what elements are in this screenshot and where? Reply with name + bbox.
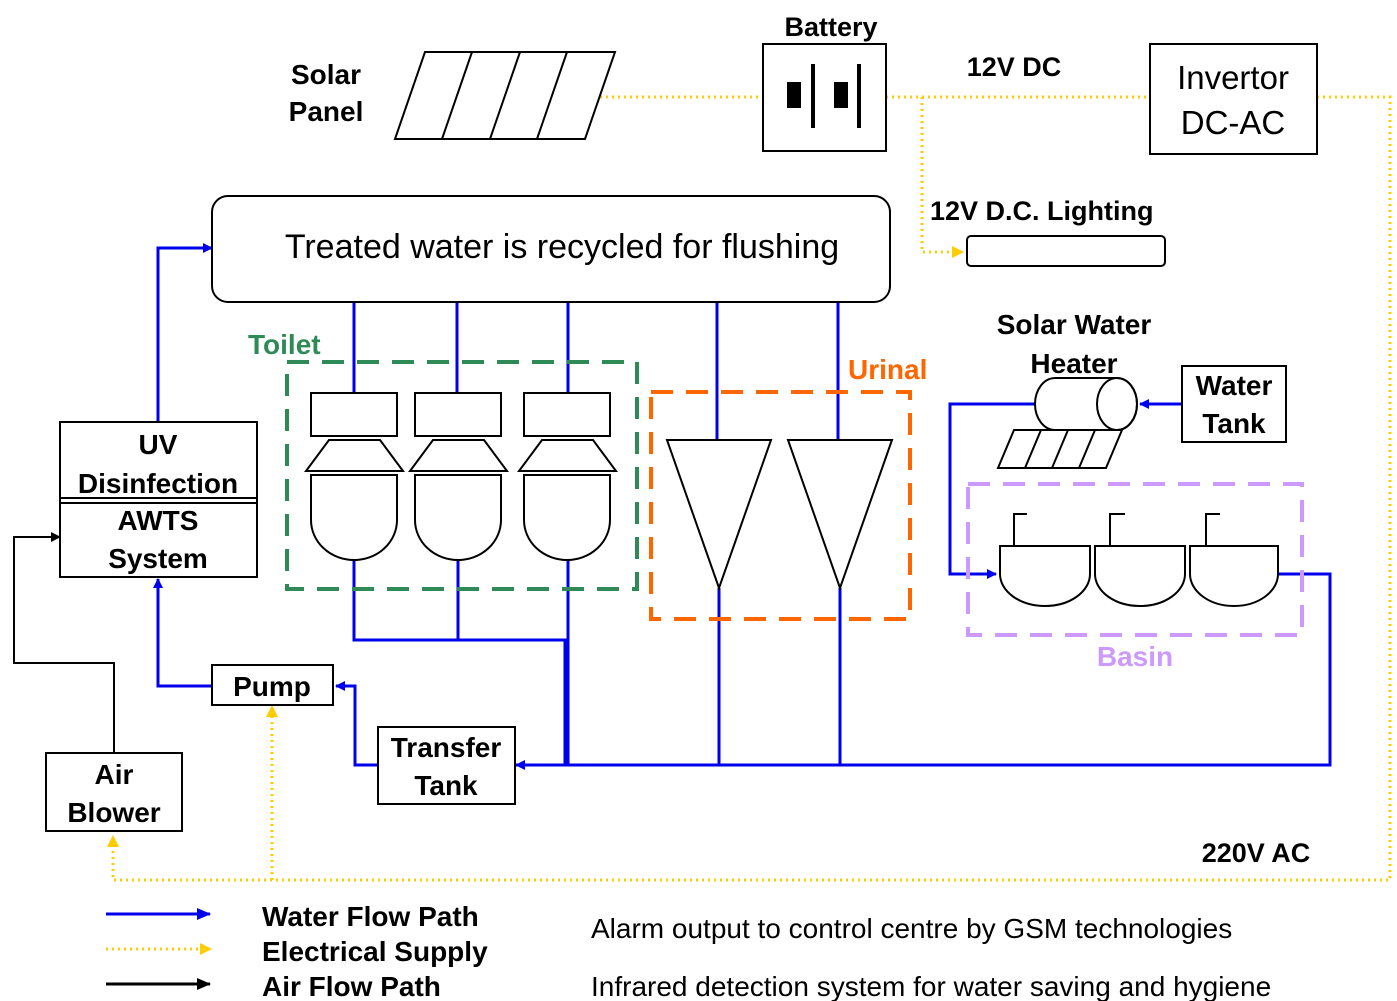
treated-water-box bbox=[211, 195, 891, 303]
urinal-icon bbox=[665, 439, 773, 592]
light-tube-icon bbox=[966, 235, 1166, 267]
ac-220v-label: 220V AC bbox=[1202, 838, 1311, 868]
solar-panel-label-1: Solar bbox=[291, 59, 361, 90]
basin-label: Basin bbox=[1097, 641, 1173, 672]
toilet-icon bbox=[517, 392, 618, 561]
basin-icon bbox=[1189, 513, 1279, 607]
solar-panel-icon bbox=[393, 51, 617, 140]
toilet-label: Toilet bbox=[248, 329, 321, 360]
toilet-icon bbox=[304, 392, 405, 561]
water-tank-box bbox=[1181, 365, 1287, 443]
note-infrared: Infrared detection system for water savi… bbox=[591, 971, 1271, 1001]
awts-label-1: AWTS bbox=[118, 505, 199, 536]
air-blower-label-1: Air bbox=[95, 759, 134, 790]
pump-box bbox=[211, 664, 334, 706]
legend-electric-label: Electrical Supply bbox=[262, 936, 488, 967]
legend-air-label: Air Flow Path bbox=[262, 971, 441, 1001]
air-blower-label-2: Blower bbox=[67, 797, 160, 828]
note-gsm: Alarm output to control centre by GSM te… bbox=[591, 913, 1232, 944]
dc-12v-label: 12V DC bbox=[967, 52, 1062, 82]
invertor-box bbox=[1149, 43, 1318, 155]
dc-lighting-label: 12V D.C. Lighting bbox=[930, 196, 1154, 226]
solar-water-heater-label-1: Solar Water bbox=[997, 309, 1152, 340]
transfer-tank-label-2: Tank bbox=[414, 770, 478, 801]
electrical-supply-lines bbox=[107, 95, 1392, 882]
battery-icon bbox=[762, 43, 887, 152]
water-tank-label-2: Tank bbox=[1202, 408, 1266, 439]
transfer-tank-box bbox=[377, 726, 516, 805]
toilet-group-outline bbox=[285, 360, 639, 591]
toilet-icon bbox=[408, 392, 509, 561]
air-blower-box bbox=[45, 752, 183, 832]
basin-group-outline bbox=[966, 482, 1304, 637]
legend: Water Flow Path Electrical Supply Air Fl… bbox=[106, 901, 488, 1001]
invertor-label-2: DC-AC bbox=[1181, 104, 1286, 141]
basin-icon bbox=[1094, 513, 1186, 607]
uv-label-1: UV bbox=[139, 429, 178, 460]
air-flow-line bbox=[13, 532, 115, 753]
uv-awts-box bbox=[59, 421, 258, 578]
uv-label-2: Disinfection bbox=[78, 468, 238, 499]
solar-water-heater-icon bbox=[996, 377, 1138, 469]
solar-panel-label-2: Panel bbox=[289, 96, 364, 127]
solar-water-heater-label-2: Heater bbox=[1030, 348, 1117, 379]
battery-label: Battery bbox=[784, 12, 877, 42]
transfer-tank-label-1: Transfer bbox=[391, 732, 502, 763]
legend-water-label: Water Flow Path bbox=[262, 901, 479, 932]
invertor-label-1: Invertor bbox=[1177, 59, 1289, 96]
urinal-label: Urinal bbox=[848, 354, 927, 385]
water-tank-label-1: Water bbox=[1196, 370, 1273, 401]
awts-label-2: System bbox=[108, 543, 208, 574]
treated-water-label: Treated water is recycled for flushing bbox=[285, 228, 839, 266]
basin-icon bbox=[999, 513, 1091, 607]
urinal-group-outline bbox=[649, 390, 912, 621]
pump-label: Pump bbox=[233, 671, 311, 702]
urinal-icon bbox=[786, 439, 894, 592]
